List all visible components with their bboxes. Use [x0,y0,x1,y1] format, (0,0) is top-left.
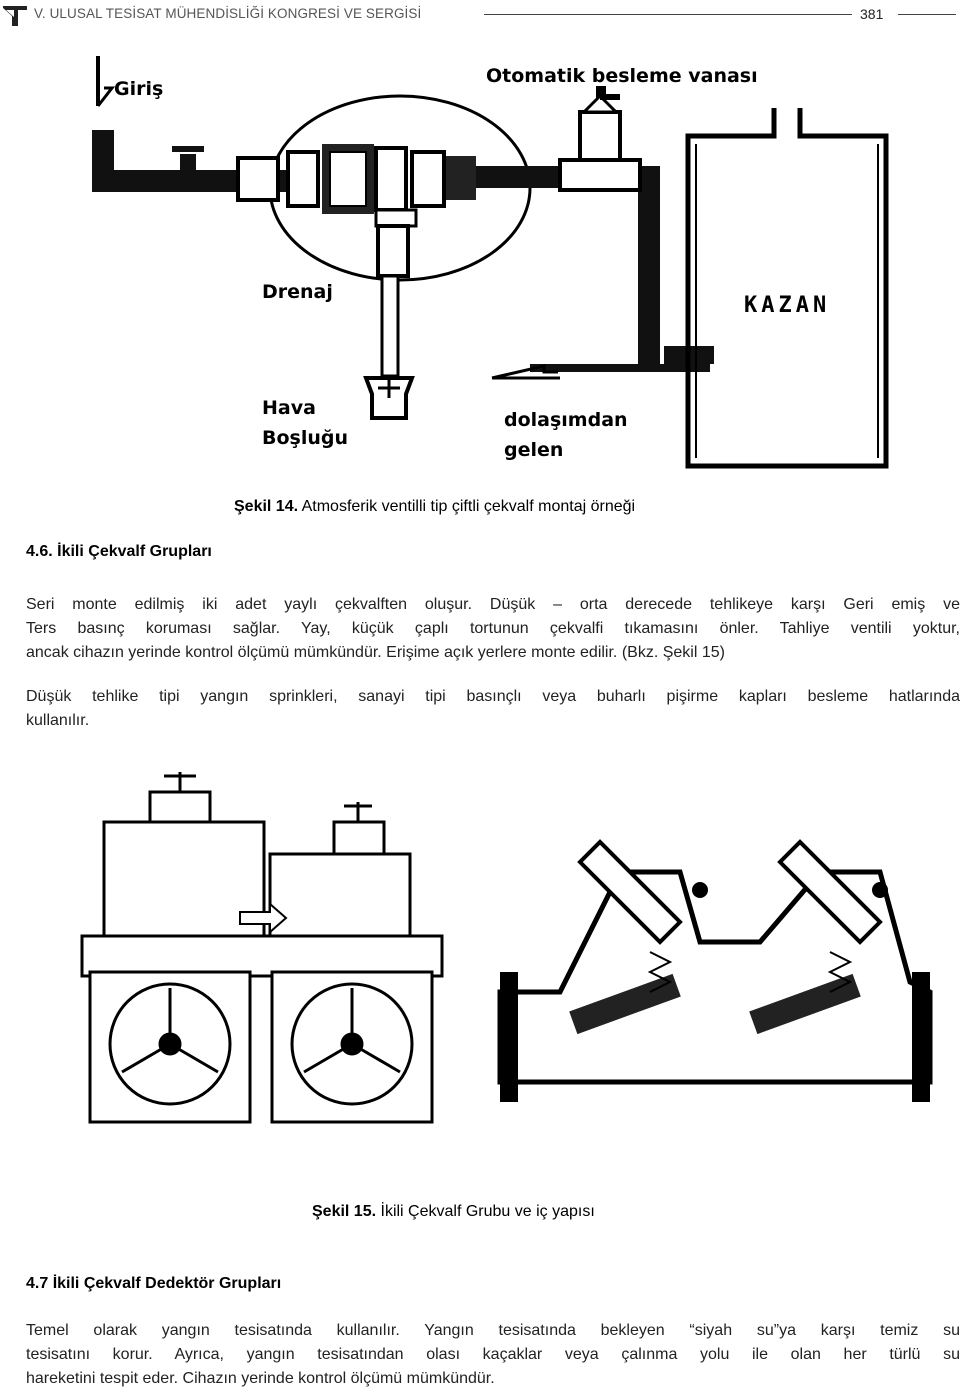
boiler-tank [685,108,889,469]
valve-assembly-external-view [80,772,444,1124]
running-header-title: V. ULUSAL TESİSAT MÜHENDİSLİĞİ KONGRESİ … [34,6,422,21]
inlet-arrow-icon [96,56,116,107]
paragraph-line: Ters basınç koruması sağlar. Yay, küçük … [26,620,960,637]
return-arrow-icon [491,364,560,380]
feed-pipe [476,166,714,372]
paragraph-line: hareketini tespit eder. Cihazın yerinde … [26,1370,495,1387]
section-heading-4-7: 4.7 İkili Çekvalf Dedektör Grupları [26,1275,282,1292]
paragraph-3: Temel olarak yangın tesisatında kullanıl… [26,1319,960,1391]
inlet-label: Giriş [114,78,163,100]
page-number: 381 [860,6,884,22]
figure-15-caption-text: İkili Çekvalf Grubu ve iç yapısı [376,1203,595,1220]
air-gap-label-1: Hava [262,397,316,419]
paragraph-line: Seri monte edilmiş iki adet yaylı çekval… [26,596,960,613]
air-gap-label-2: Boşluğu [262,427,348,449]
figure-15-illustration [80,772,933,1124]
header-rule [484,14,852,15]
figure-14-caption-number: Şekil 14. [234,498,299,515]
congress-logo-icon [3,6,27,26]
drain-pipe [363,224,415,420]
boiler-label: KAZAN [744,293,830,318]
paragraph-2: Düşük tehlike tipi yangın sprinkleri, sa… [26,685,960,733]
paragraph-1: Seri monte edilmiş iki adet yaylı çekval… [26,593,960,665]
header-rule-right [898,14,956,15]
figure-14-caption: Şekil 14. Atmosferik ventilli tip çiftli… [234,498,635,516]
paragraph-line: ancak cihazın yerinde kontrol ölçümü müm… [26,644,725,661]
double-check-valve [236,144,476,228]
paragraph-line: kullanılır. [26,712,90,729]
drain-label: Drenaj [262,281,333,303]
paragraph-line: tesisatını korur. Ayrıca, yangın tesisat… [26,1346,960,1363]
valve-cross-section-view [497,839,933,1102]
return-label-1: dolaşımdan [504,409,628,431]
automatic-feed-valve [558,86,642,192]
paragraph-line: Temel olarak yangın tesisatında kullanıl… [26,1322,960,1339]
figure-15-caption-number: Şekil 15. [312,1203,377,1220]
return-label-2: gelen [504,439,563,461]
section-heading-4-6: 4.6. İkili Çekvalf Grupları [26,543,212,560]
paragraph-line: Düşük tehlike tipi yangın sprinkleri, sa… [26,688,960,705]
valve-label: Otomatik besleme vanası [486,65,758,87]
figure-14-caption-text: Atmosferik ventilli tip çiftli çekvalf m… [298,498,636,515]
figure-14-diagram: Giriş Otomatik besleme vanası Drenaj Hav… [92,56,889,469]
figure-15-caption: Şekil 15. İkili Çekvalf Grubu ve iç yapı… [312,1203,595,1221]
